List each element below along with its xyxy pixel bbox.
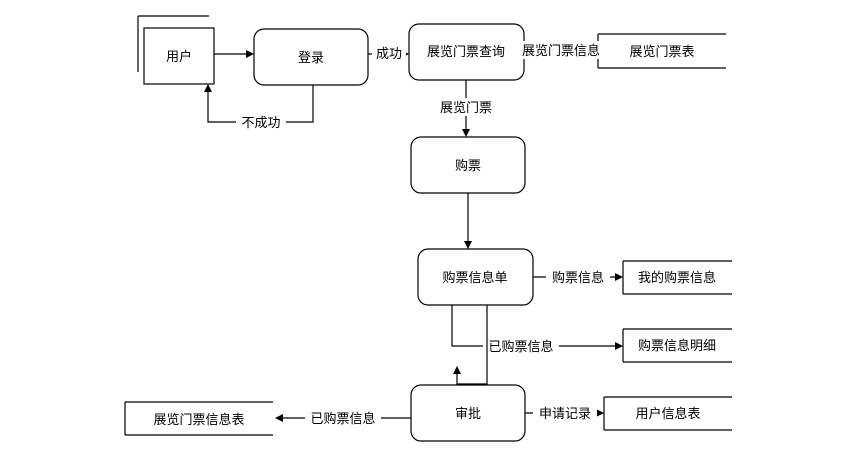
flow-approve-to-exhibit-table: 已购票信息 bbox=[275, 409, 411, 427]
exhibit-ticket-table-store-label: 展览门票信息表 bbox=[153, 412, 244, 428]
buy-ticket-process-label: 购票 bbox=[455, 158, 481, 174]
flow-ticket-label: 展览门票 bbox=[440, 100, 492, 116]
flow-login-to-query: 成功 bbox=[368, 44, 409, 62]
order-form-process: 购票信息单 bbox=[417, 248, 534, 306]
my-tickets-store: 我的购票信息 bbox=[622, 260, 732, 295]
flow-login-fail: 不成功 bbox=[204, 84, 314, 132]
flow-query-to-buy: 展览门票 bbox=[436, 80, 496, 137]
flow-purchase-info-label: 购票信息 bbox=[552, 270, 604, 286]
user-table-store-label: 用户信息表 bbox=[635, 406, 700, 422]
flow-fail-label: 不成功 bbox=[241, 116, 280, 131]
user-entity: 用户 bbox=[137, 15, 215, 85]
flow-purchased-info-1-label: 已购票信息 bbox=[488, 339, 553, 355]
flow-query-to-ticket-table: 展览门票信息 bbox=[518, 41, 604, 59]
user-entity-label: 用户 bbox=[166, 49, 192, 65]
approve-process-label: 审批 bbox=[455, 407, 481, 422]
exhibit-ticket-table-store: 展览门票信息表 bbox=[124, 401, 273, 436]
ticket-query-process: 展览门票查询 bbox=[408, 23, 525, 81]
login-process-label: 登录 bbox=[298, 51, 324, 66]
flow-success-label: 成功 bbox=[376, 47, 402, 62]
flow-order-to-my-tickets: 购票信息 bbox=[533, 268, 623, 286]
order-form-process-label: 购票信息单 bbox=[442, 270, 507, 286]
ticket-query-process-label: 展览门票查询 bbox=[427, 44, 505, 60]
flow-apply-record-label: 申请记录 bbox=[539, 407, 591, 422]
ticket-detail-store-label: 购票信息明细 bbox=[638, 338, 716, 354]
ticket-table-store: 展览门票表 bbox=[597, 33, 726, 69]
flow-approve-to-user-table: 申请记录 bbox=[525, 404, 604, 422]
flow-buy-to-order bbox=[464, 193, 472, 249]
user-table-store: 用户信息表 bbox=[603, 396, 732, 431]
approve-process: 审批 bbox=[410, 384, 526, 442]
ticket-table-store-label: 展览门票表 bbox=[629, 44, 694, 60]
flow-user-to-login bbox=[214, 50, 254, 58]
flow-purchased-info-2-label: 已购票信息 bbox=[310, 411, 375, 427]
flow-ticket-info-label: 展览门票信息 bbox=[522, 43, 600, 59]
login-process: 登录 bbox=[253, 28, 369, 86]
ticket-detail-store: 购票信息明细 bbox=[622, 328, 732, 363]
flow-order-to-approve bbox=[453, 305, 488, 385]
flow-order-to-detail: 已购票信息 bbox=[451, 305, 623, 355]
buy-ticket-process: 购票 bbox=[410, 136, 526, 194]
my-tickets-store-label: 我的购票信息 bbox=[638, 270, 716, 286]
